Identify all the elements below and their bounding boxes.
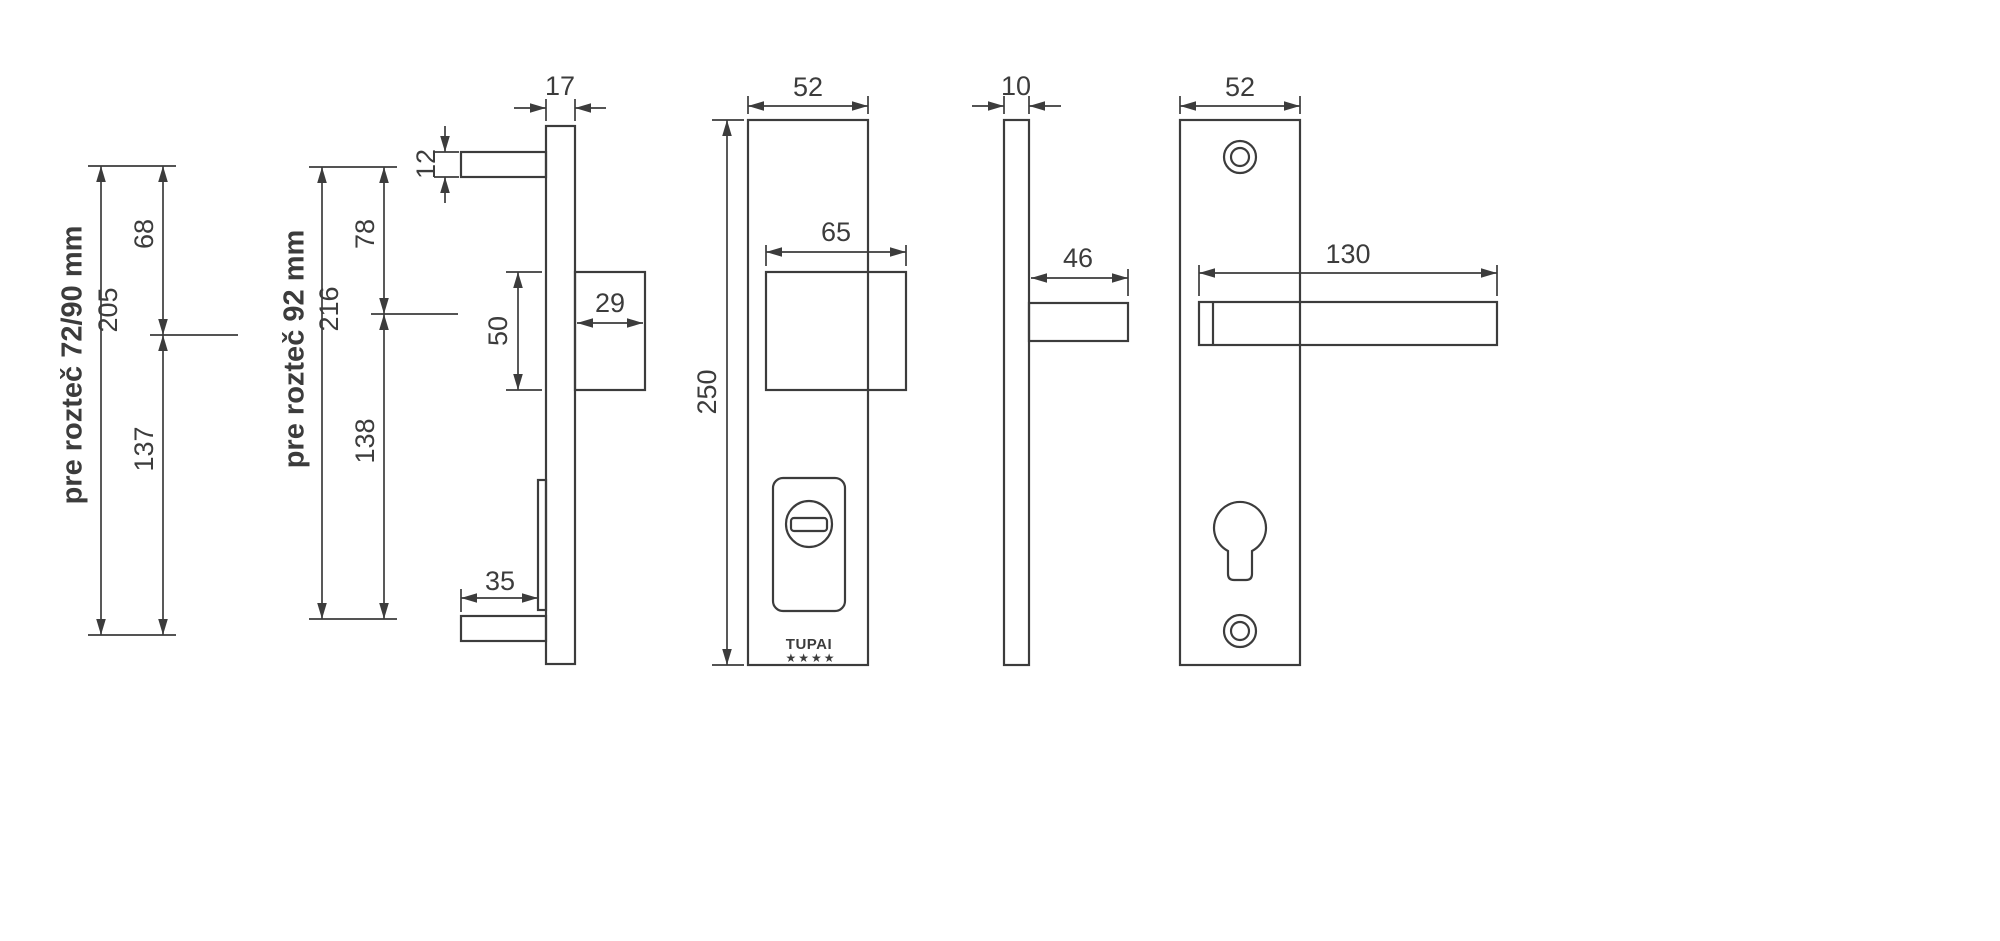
interior-lever-handle — [1197, 300, 1499, 347]
dim-value-plate-thickness: 17 — [545, 71, 575, 101]
exterior-plate — [746, 118, 870, 667]
dim-value-total: 205 — [93, 287, 123, 332]
profile-top-handle — [459, 150, 548, 179]
dim-value-upper: 68 — [129, 219, 159, 249]
dim-value-lower: 137 — [129, 426, 159, 471]
screw-hole-bottom-outer — [1222, 613, 1258, 649]
dim-value-plate-width: 52 — [1225, 72, 1255, 102]
dim-value-upper: 78 — [350, 219, 380, 249]
dim-value-plate-thickness: 10 — [1001, 71, 1031, 101]
interior-plate — [1178, 118, 1302, 667]
profile-bottom-handle — [459, 614, 548, 643]
dim-value-handle-length: 35 — [485, 566, 515, 596]
exterior-knob — [764, 270, 908, 392]
security-escutcheon — [771, 476, 847, 613]
exterior-profile-plate — [544, 124, 577, 666]
interior-profile-plate — [1002, 118, 1031, 667]
dim-value-plate-height: 250 — [692, 369, 722, 414]
spacing-group-72-90: pre rozteč 72/90 mm 205 68 137 — [57, 165, 238, 636]
screw-hole-bottom-inner — [1229, 620, 1251, 642]
spacing-group-92: pre rozteč 92 mm 216 78 138 — [279, 166, 458, 620]
profile-knob — [573, 270, 647, 392]
interior-front-view: 52 130 — [1178, 72, 1499, 667]
screw-hole-top-outer — [1222, 139, 1258, 175]
dim-value-total: 216 — [314, 286, 344, 331]
dim-value-knob-height: 50 — [483, 316, 513, 346]
exterior-profile-view: 17 12 29 50 35 — [411, 71, 647, 666]
dim-value-handle-length: 130 — [1325, 239, 1370, 269]
dim-value-lower: 138 — [350, 418, 380, 463]
euro-cylinder-keyhole — [1212, 500, 1268, 582]
interior-profile-handle — [1027, 301, 1130, 343]
spacing-label: pre rozteč 72/90 mm — [57, 226, 89, 505]
exterior-front-view: 52 250 65 TUPAI ★★★★ — [692, 72, 908, 667]
escutcheon-slot — [789, 516, 829, 533]
brand-logo-text: TUPAI — [786, 636, 832, 653]
dim-value-handle-height: 12 — [411, 149, 441, 179]
brand-stars: ★★★★ — [785, 651, 836, 665]
escutcheon-cylinder — [784, 499, 834, 549]
screw-hole-top-inner — [1229, 146, 1251, 168]
spacing-label: pre rozteč 92 mm — [279, 230, 311, 469]
profile-escutcheon-strip — [536, 478, 548, 612]
dim-value-handle-depth: 46 — [1063, 243, 1093, 273]
dim-value-knob-width: 65 — [821, 217, 851, 247]
interior-profile-view: 10 46 — [972, 71, 1130, 667]
dim-value-knob-depth: 29 — [595, 288, 625, 318]
dim-value-plate-width: 52 — [793, 72, 823, 102]
